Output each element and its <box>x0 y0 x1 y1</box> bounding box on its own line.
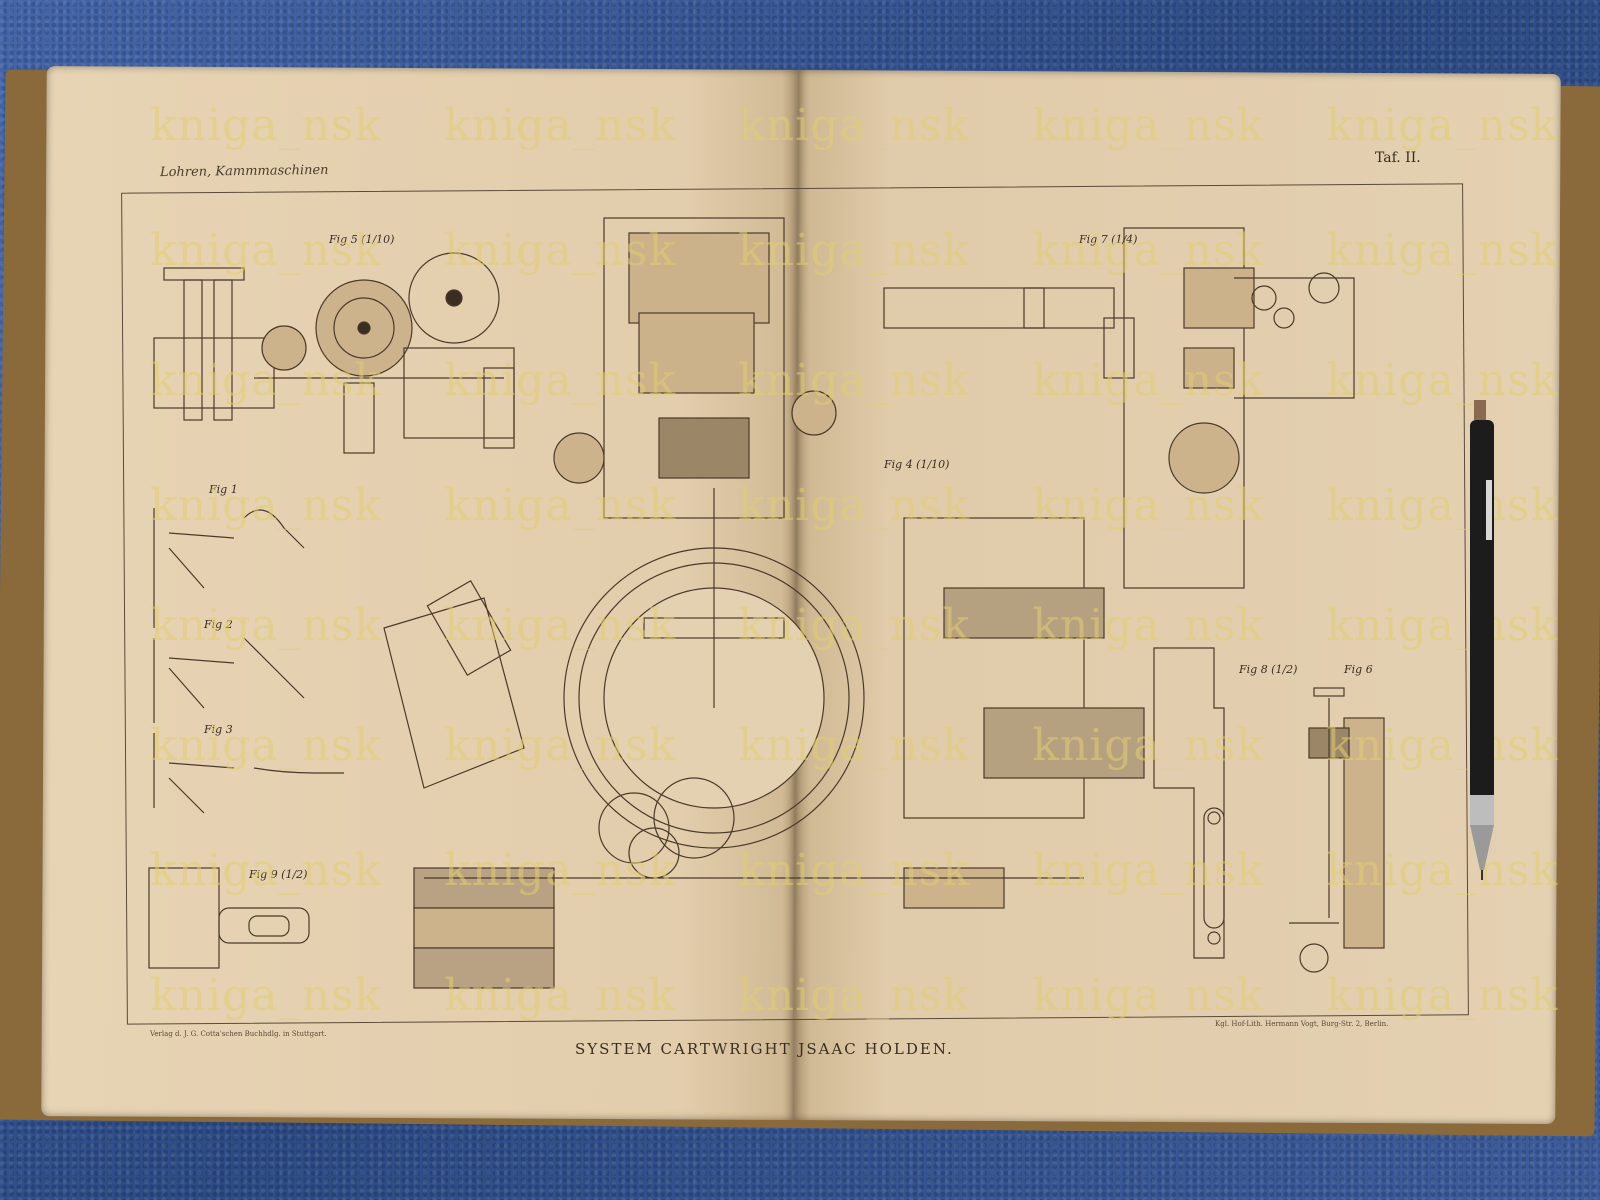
watermark: kniga_nsk <box>1326 355 1559 405</box>
imprint-left: Verlag d. J. G. Cotta'schen Buchhdlg. in… <box>150 1030 327 1038</box>
watermark: kniga_nsk <box>1032 845 1265 895</box>
watermark: kniga_nsk <box>738 225 971 275</box>
watermark: kniga_nsk <box>444 480 677 530</box>
watermark: kniga_nsk <box>1032 100 1265 150</box>
fig8-drawing <box>1153 647 1225 959</box>
fig-label-7: Fig 7 (1/4) <box>1078 233 1137 246</box>
watermark: kniga_nsk <box>444 720 677 770</box>
watermark-row: kniga_nsk kniga_nsk kniga_nsk kniga_nsk knig… <box>150 480 1600 530</box>
fig-label-6: Fig 6 <box>1343 663 1373 676</box>
fig-label-8: Fig 8 (1/2) <box>1238 663 1297 676</box>
watermark: kniga_nsk <box>1032 600 1265 650</box>
mechanical-pencil-icon <box>1470 400 1494 880</box>
fig1-3-drawings <box>153 508 344 814</box>
watermark-row: kniga_nsk kniga_nsk kniga_nsk kniga_nsk knig… <box>150 100 1600 150</box>
watermark: kniga_nsk <box>1032 225 1265 275</box>
fig-label-9: Fig 9 (1/2) <box>248 868 307 881</box>
fig5-drawing <box>153 252 515 454</box>
fig-label-2: Fig 2 <box>203 618 233 631</box>
fig7-drawing <box>883 227 1355 589</box>
watermark: kniga_nsk <box>1032 720 1265 770</box>
watermark: kniga_nsk <box>150 355 383 405</box>
imprint-right: Kgl. Hof-Lith. Hermann Vogt, Burg-Str. 2… <box>1215 1020 1389 1028</box>
watermark: kniga_nsk <box>738 355 971 405</box>
watermark: kniga_nsk <box>150 720 383 770</box>
watermark: kniga_nsk <box>444 970 677 1020</box>
book-gutter <box>782 70 810 1120</box>
watermark: kniga_nsk <box>738 100 971 150</box>
watermark-row: kniga_nsk kniga_nsk kniga_nsk kniga_nsk knig… <box>150 355 1600 405</box>
watermark: kniga_nsk <box>1326 845 1559 895</box>
fig4-drawing <box>383 217 1145 989</box>
watermark: kniga_nsk <box>444 845 677 895</box>
watermark: kniga_nsk <box>738 970 971 1020</box>
fig-label-1: Fig 1 <box>208 483 238 496</box>
watermark: kniga_nsk <box>444 600 677 650</box>
watermark: kniga_nsk <box>738 845 971 895</box>
fig-label-5: Fig 5 (1/10) <box>328 233 394 246</box>
plate-caption: SYSTEM CARTWRIGHT JSAAC HOLDEN. <box>575 1040 954 1058</box>
watermark-row: kniga_nsk kniga_nsk kniga_nsk kniga_nsk knig… <box>150 600 1600 650</box>
watermark: kniga_nsk <box>1326 720 1559 770</box>
fig-label-4: Fig 4 (1/10) <box>883 458 949 471</box>
watermark: kniga_nsk <box>1032 480 1265 530</box>
watermark: kniga_nsk <box>1032 355 1265 405</box>
header-left: Lohren, Kammmaschinen <box>159 162 329 181</box>
fig6-drawing <box>1289 687 1385 973</box>
watermark: kniga_nsk <box>150 225 383 275</box>
watermark: kniga_nsk <box>1032 970 1265 1020</box>
watermark: kniga_nsk <box>738 480 971 530</box>
fig-label-3: Fig 3 <box>203 723 233 736</box>
watermark: kniga_nsk <box>1326 100 1559 150</box>
watermark: kniga_nsk <box>1326 225 1559 275</box>
watermark: kniga_nsk <box>444 225 677 275</box>
watermark-row: kniga_nsk kniga_nsk kniga_nsk kniga_nsk knig… <box>150 720 1600 770</box>
watermark-row: kniga_nsk kniga_nsk kniga_nsk kniga_nsk knig… <box>150 970 1600 1020</box>
watermark: kniga_nsk <box>738 600 971 650</box>
watermark: kniga_nsk <box>150 480 383 530</box>
watermark: kniga_nsk <box>150 100 383 150</box>
watermark: kniga_nsk <box>1326 600 1559 650</box>
watermark: kniga_nsk <box>150 600 383 650</box>
watermark: kniga_nsk <box>738 720 971 770</box>
watermark: kniga_nsk <box>444 100 677 150</box>
watermark: kniga_nsk <box>150 845 383 895</box>
watermark: kniga_nsk <box>1326 480 1559 530</box>
plate-number: Taf. II. <box>1375 150 1421 166</box>
watermark-row: kniga_nsk kniga_nsk kniga_nsk kniga_nsk knig… <box>150 225 1600 275</box>
watermark: kniga_nsk <box>150 970 383 1020</box>
watermark-row: kniga_nsk kniga_nsk kniga_nsk kniga_nsk knig… <box>150 845 1600 895</box>
watermark: kniga_nsk <box>1326 970 1559 1020</box>
fig9-drawing <box>148 867 310 969</box>
technical-drawing: Fig 5 (1/10) Fig 1 Fig 2 Fig 3 Fig 9 (1/… <box>148 217 1385 989</box>
watermark: kniga_nsk <box>444 355 677 405</box>
